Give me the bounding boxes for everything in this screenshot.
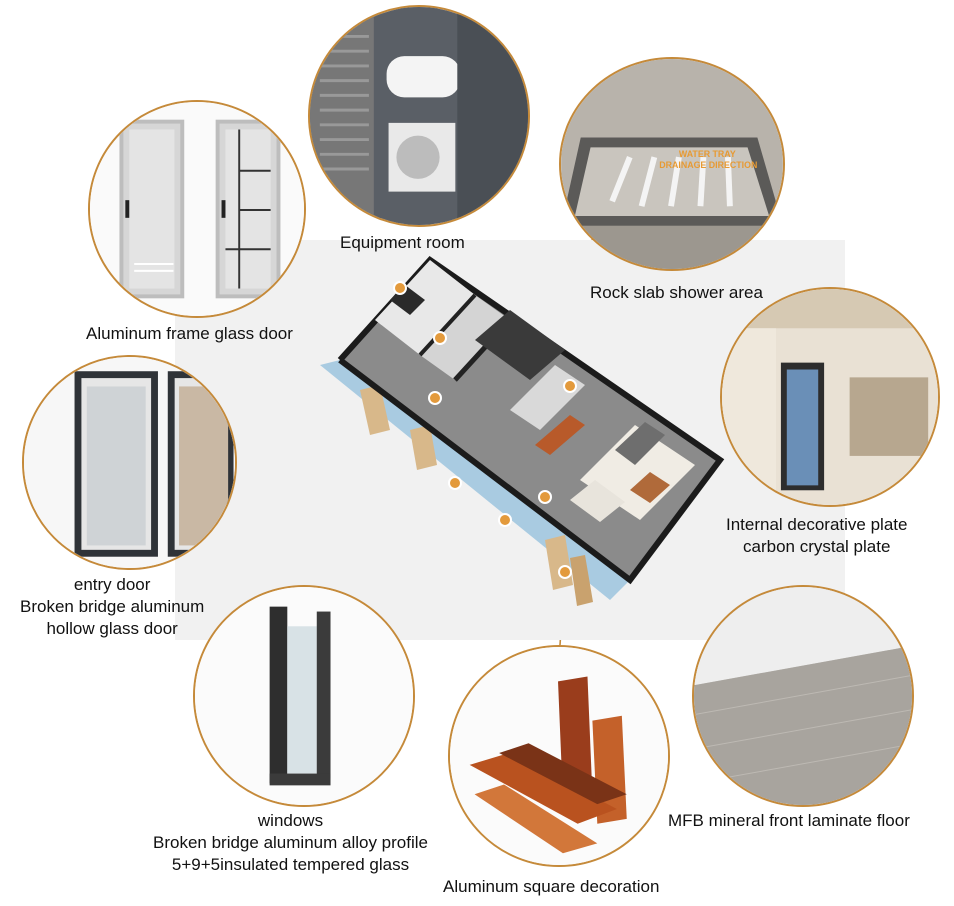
aluminum-glass-door-photo [88,100,306,318]
internal-decorative-plate-label: Internal decorative plate carbon crystal… [726,515,908,556]
svg-text:DRAINAGE DIRECTION: DRAINAGE DIRECTION [659,160,757,170]
windows-profile-photo [193,585,415,807]
rock-slab-photo: WATER TRAY DRAINAGE DIRECTION [559,57,785,271]
mfb-floor-photo [692,585,914,807]
rock-slab-label: Rock slab shower area [590,283,763,302]
windows-label: windows Broken bridge aluminum alloy pro… [153,811,428,874]
equipment-room-label: Equipment room [340,233,465,252]
container-floor-plan [175,240,845,640]
internal-decorative-plate-photo [720,287,940,507]
entry-door-photo [22,355,237,570]
entry-door-label: entry door Broken bridge aluminum hollow… [20,575,205,638]
aluminum-square-decoration-photo [448,645,670,867]
aluminum-glass-door-label: Aluminum frame glass door [86,324,293,343]
svg-text:WATER TRAY: WATER TRAY [679,149,736,159]
mfb-floor-label: MFB mineral front laminate floor [668,811,910,830]
aluminum-square-decoration-label: Aluminum square decoration [443,877,660,896]
equipment-room-photo [308,5,530,227]
